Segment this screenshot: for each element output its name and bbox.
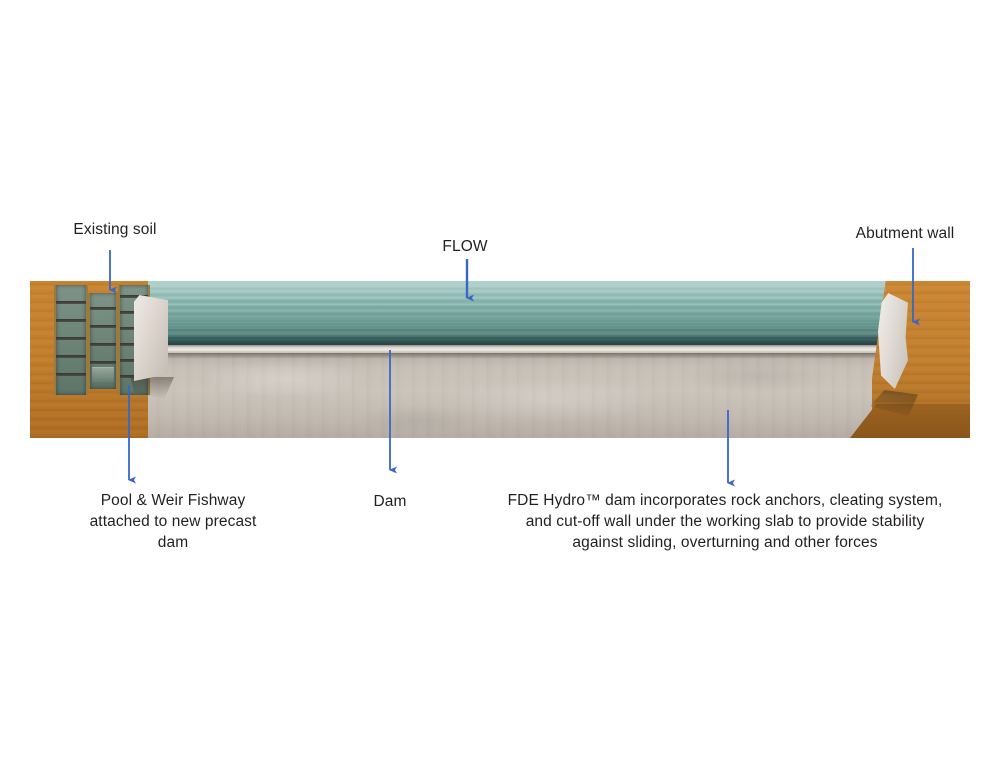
precast-dam-face-shadow [130,377,174,399]
fishway-pool-column [54,285,88,395]
water-surface-bands [142,281,912,347]
slab-top-shadow [142,353,932,359]
label-abutment-wall: Abutment wall [855,225,955,242]
label-dam: Dam [373,493,407,510]
slab-texture [142,353,932,438]
precast-dam-face [134,295,168,381]
cross-section-render [30,281,970,438]
working-slab [142,353,932,438]
label-pool-and-weir-fishway: Pool & Weir Fishway attached to new prec… [89,492,257,551]
water-deep-band [142,337,912,347]
label-fde-hydro-description: FDE Hydro™ dam incorporates rock anchors… [507,492,943,551]
impounded-water [142,281,912,347]
water-slab-contact-line [142,343,932,346]
dam-crest [142,345,932,355]
fishway-pool-column [88,293,118,389]
label-existing-soil: Existing soil [73,221,157,238]
label-flow: FLOW [442,238,488,255]
